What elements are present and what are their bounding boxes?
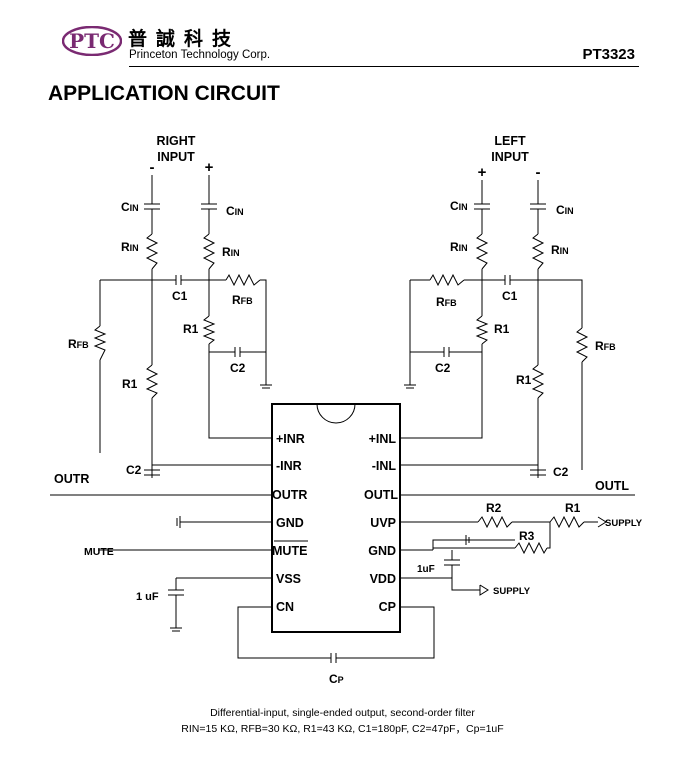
pin-inl-minus: -INL	[372, 459, 397, 473]
r2	[477, 515, 513, 529]
c1-label: C1	[502, 289, 518, 303]
r1-left-a	[475, 315, 489, 345]
outr-label: OUTR	[54, 472, 89, 486]
pin-gnd-right: GND	[368, 544, 396, 558]
r1-left-b	[531, 364, 545, 399]
r3	[514, 541, 548, 555]
r2-label: R2	[486, 501, 502, 515]
right-input-plus: +	[205, 159, 214, 176]
left-input-title-1: LEFT	[494, 134, 526, 148]
c2-label: C2	[553, 465, 569, 479]
header-rule	[129, 66, 639, 67]
cap-1uf-label: 1uF	[417, 564, 435, 575]
logo-text: PTC	[69, 29, 115, 53]
c2-label: C2	[435, 361, 451, 375]
cap-1uf-label: 1 uF	[136, 591, 159, 603]
resistors	[93, 233, 589, 555]
pin-gnd-left: GND	[276, 516, 304, 530]
pin-outl: OUTL	[364, 488, 398, 502]
pin-mute: MUTE	[272, 544, 307, 558]
chip-body	[271, 403, 401, 633]
r1-label: R1	[516, 373, 532, 387]
outl-label: OUTL	[595, 479, 629, 493]
part-number: PT3323	[582, 46, 635, 63]
pin-inr-minus: -INR	[276, 459, 302, 473]
rfb-label: RFB	[232, 293, 253, 307]
pin-inl-plus: +INL	[369, 432, 397, 446]
r3-label: R3	[519, 529, 535, 543]
chip-notch	[316, 403, 356, 424]
capacitors	[143, 203, 547, 664]
right-input-minus: -	[150, 159, 155, 176]
rfb-label: RFB	[595, 339, 616, 353]
wires	[50, 175, 635, 659]
cin-label: CIN	[121, 200, 139, 214]
left-input-title-2: INPUT	[491, 150, 529, 164]
r1-label: R1	[122, 377, 138, 391]
rin-right-b	[202, 233, 216, 270]
external-labels: OUTR OUTL MUTE SUPPLY SUPPLY	[54, 472, 643, 597]
supply-arrows	[479, 516, 607, 596]
right-input-title-2: INPUT	[157, 150, 195, 164]
ptc-logo: PTC	[62, 26, 122, 56]
rin-left-a	[475, 233, 489, 270]
grounds	[170, 384, 470, 632]
left-input-minus: -	[536, 164, 541, 181]
company-name-english: Princeton Technology Corp.	[129, 49, 271, 61]
mute-label: MUTE	[84, 546, 114, 558]
c2-label: C2	[126, 463, 142, 477]
right-input-title-1: RIGHT	[157, 134, 196, 148]
rfb-right-h	[225, 273, 261, 287]
rin-label: RIN	[450, 240, 468, 254]
rin-left-b	[531, 233, 545, 270]
pin-cp: CP	[379, 600, 396, 614]
pin-inr-plus: +INR	[276, 432, 305, 446]
cin-label: CIN	[556, 203, 574, 217]
page-header: PTC 普誠科技 Princeton Technology Corp. PT33…	[0, 0, 685, 70]
c2-label: C2	[230, 361, 246, 375]
pin-vss: VSS	[276, 572, 301, 586]
cp-label: CP	[329, 672, 344, 686]
rin-right-a	[145, 233, 159, 270]
rin-label: RIN	[551, 243, 569, 257]
chip	[271, 403, 401, 633]
r1-right-a	[202, 315, 216, 345]
cin-label: CIN	[450, 199, 468, 213]
r1-label: R1	[183, 322, 199, 336]
pin-uvp: UVP	[370, 516, 396, 530]
r1-label: R1	[565, 501, 581, 515]
r1-supply	[549, 515, 585, 529]
component-labels: CIN CIN RIN RIN C1 RFB R1 RFB C2 R1 C2 C…	[68, 199, 616, 686]
pin-cn: CN	[276, 600, 294, 614]
left-input-plus: +	[478, 164, 487, 181]
section-title: APPLICATION CIRCUIT	[48, 82, 280, 105]
rfb-label: RFB	[436, 295, 457, 309]
supply-label: SUPPLY	[605, 518, 643, 529]
application-circuit-schematic: +INR -INR OUTR GND MUTE VSS CN +INL -INL…	[50, 134, 643, 686]
pin-outr: OUTR	[272, 488, 307, 502]
input-labels: RIGHT INPUT - + LEFT INPUT + -	[150, 134, 541, 181]
cin-label: CIN	[226, 204, 244, 218]
rfb-label: RFB	[68, 337, 89, 351]
supply-label: SUPPLY	[493, 586, 531, 597]
r1-label: R1	[494, 322, 510, 336]
caption-description: Differential-input, single-ended output,…	[210, 707, 475, 719]
rin-label: RIN	[121, 240, 139, 254]
rfb-right-v	[93, 325, 107, 361]
rfb-left-v	[575, 327, 589, 363]
rin-label: RIN	[222, 245, 240, 259]
company-name-chinese: 普誠科技	[128, 28, 241, 50]
pin-vdd: VDD	[370, 572, 396, 586]
c1-label: C1	[172, 289, 188, 303]
rfb-left-h	[429, 273, 465, 287]
caption-component-values: RIN=15 KΩ, RFB=30 KΩ, R1=43 KΩ, C1=180pF…	[181, 723, 504, 735]
r1-right-b	[145, 364, 159, 399]
chip-pin-labels: +INR -INR OUTR GND MUTE VSS CN +INL -INL…	[272, 432, 398, 614]
